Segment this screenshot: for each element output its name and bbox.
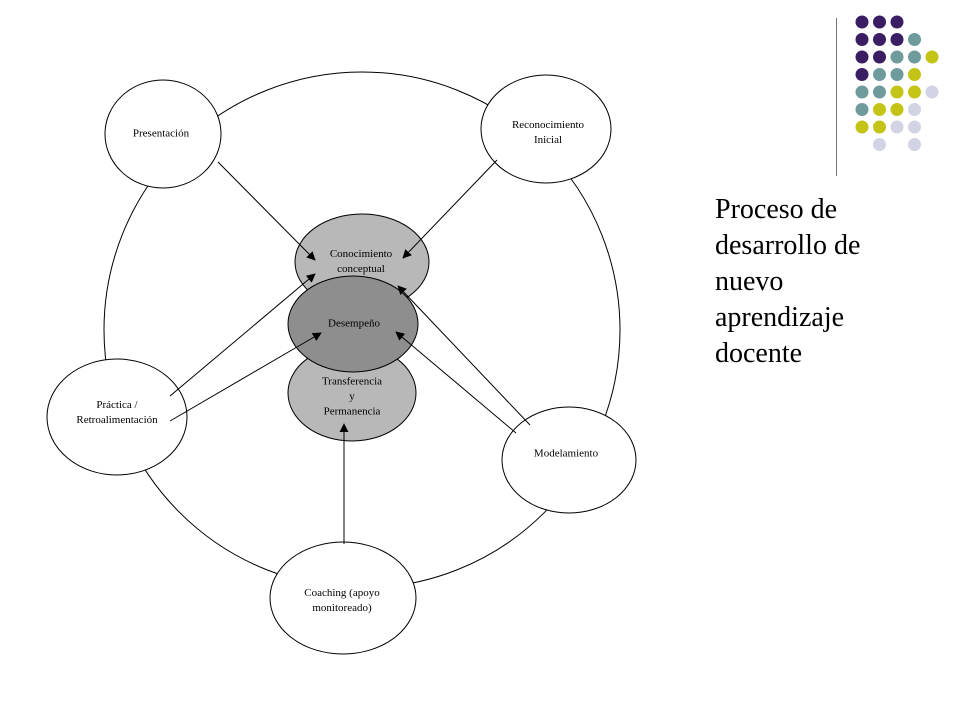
node-reconocimiento-shape [480, 74, 612, 184]
decorative-dot [908, 138, 921, 151]
decorative-dot [908, 33, 921, 46]
decorative-dot [873, 33, 886, 46]
node-desempeno-shape [287, 275, 419, 373]
node-modelamiento-shape [501, 406, 637, 514]
label-line: Transferencia [321, 375, 383, 388]
decorative-dot [855, 68, 869, 81]
decorative-dot [890, 103, 904, 116]
decorative-dot [890, 50, 904, 64]
arrow-modelamiento-to-desempeno [395, 331, 517, 434]
decorative-dot [873, 120, 886, 134]
node-modelamiento-label: Modelamiento [534, 447, 598, 462]
arrow-reconocimiento-to-conocimiento [402, 159, 498, 259]
label-line: Presentación [132, 127, 190, 140]
decorative-dot [873, 103, 886, 116]
node-practica-label: Práctica / Retroalimentación [76, 398, 157, 428]
decorative-dot [890, 33, 904, 46]
label-line: Modelamiento [533, 447, 599, 460]
node-practica-shape [46, 358, 188, 476]
arrow-presentacion-to-conocimiento [217, 161, 316, 261]
label-line: Reconocimiento [511, 119, 585, 131]
decorative-dot [890, 68, 904, 81]
decorative-dot [855, 15, 869, 29]
title-line: Proceso de [715, 194, 838, 225]
node-reconocimiento-label: Reconocimiento Inicial [512, 118, 584, 148]
title-line: aprendizaje [715, 302, 845, 333]
decorative-dot [873, 68, 886, 81]
decorative-dot [890, 120, 904, 134]
decorative-dot [855, 33, 869, 46]
label-line: monitoreado) [312, 602, 372, 614]
node-presentacion-shape [104, 79, 222, 189]
label-line: conceptual [337, 263, 385, 275]
label-line: Coaching (apoyo [304, 587, 380, 599]
label-line: Conocimiento [329, 248, 393, 260]
decorative-dot-grid [855, 15, 939, 151]
decorative-dot [908, 50, 921, 64]
decorative-dot [855, 103, 869, 116]
decorative-dot [908, 85, 921, 99]
node-transferencia-label: Transferencia y Permanencia [322, 375, 382, 420]
label-line: Permanencia [323, 405, 381, 418]
label-line: Desempeño [328, 317, 380, 330]
arrow-practica-to-conocimiento [169, 273, 316, 397]
decorative-dot [855, 85, 869, 99]
title-line: docente [715, 338, 803, 369]
decorative-dot [873, 50, 886, 64]
node-presentacion-label: Presentación [133, 127, 189, 142]
decorative-dot [925, 50, 939, 64]
vertical-divider [836, 18, 837, 176]
decorative-dot [855, 120, 869, 134]
node-coaching-label: Coaching (apoyo monitoreado) [304, 586, 379, 616]
decorative-dot [873, 85, 886, 99]
label-line: Práctica / [96, 399, 138, 411]
node-desempeno-label: Desempeño [328, 317, 380, 332]
decorative-dot [908, 68, 921, 81]
node-conocimiento-label: Conocimiento conceptual [330, 247, 392, 277]
decorative-dot [873, 15, 886, 29]
decorative-dot [890, 15, 904, 29]
decorative-dot [908, 103, 921, 116]
arrow-modelamiento-to-conocimiento [397, 285, 531, 426]
slide-title: Proceso de desarrollo de nuevo aprendiza… [715, 192, 945, 372]
decorative-dot [925, 85, 939, 99]
label-line: Inicial [533, 134, 563, 146]
decorative-dot [908, 120, 921, 134]
decorative-dot [890, 85, 904, 99]
title-line: desarrollo de [715, 230, 861, 261]
label-line: Retroalimentación [76, 414, 158, 426]
decorative-dot [873, 138, 886, 151]
label-line: y [349, 390, 355, 403]
decorative-dot [855, 50, 869, 64]
title-line: nuevo [715, 266, 784, 297]
node-coaching-shape [269, 541, 417, 655]
arrow-practica-to-desempeno [169, 332, 322, 422]
